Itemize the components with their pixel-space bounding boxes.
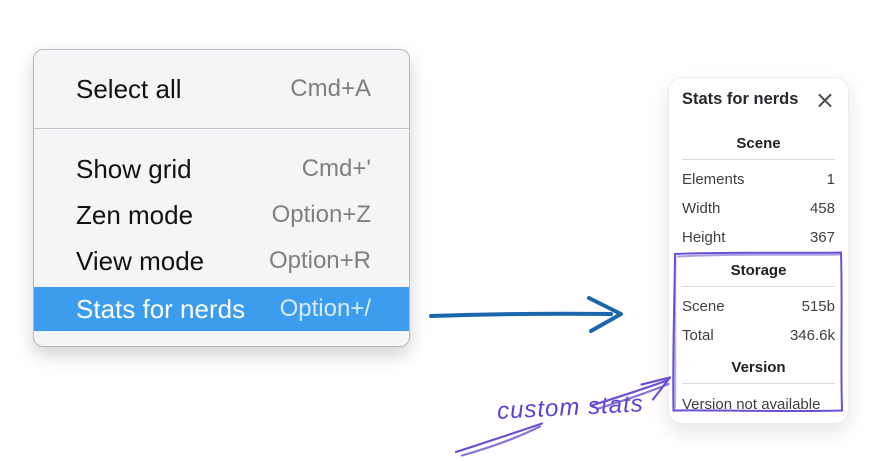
stat-row-scene-storage: Scene 515b [682,292,835,321]
stat-label: Scene [682,298,725,315]
version-note: Version not available [682,396,821,413]
menu-item-shortcut: Cmd+A [290,75,371,102]
close-icon[interactable]: × [814,85,835,114]
menu-group: Show grid Cmd+' Zen mode Option+Z View m… [34,129,409,331]
stat-label: Height [682,229,726,246]
section-heading-scene: Scene [736,135,781,152]
stat-label: Total [682,327,714,344]
stats-panel-title: Stats for nerds [682,90,799,108]
stats-panel: Stats for nerds × Scene Elements 1 Width… [668,77,849,424]
stats-panel-header: Stats for nerds × [682,85,835,114]
stat-label: Width [682,200,721,217]
section-heading-version: Version [731,359,786,376]
menu-item-label: Stats for nerds [76,293,246,324]
annotation-tail-stroke [454,422,544,457]
menu-item-label: Select all [76,73,182,104]
menu-item-shortcut: Option+Z [271,201,371,228]
menu-item-view-mode[interactable]: View mode Option+R [34,238,409,284]
stat-row-height: Height 367 [682,223,835,252]
stat-value: 1 [826,171,835,188]
stat-row-elements: Elements 1 [682,165,835,194]
section-rule [682,159,835,160]
blue-arrow [429,296,623,333]
stat-value: 367 [809,229,835,246]
menu-item-zen-mode[interactable]: Zen mode Option+Z [34,192,409,238]
menu-item-shortcut: Option+R [268,247,371,274]
section-heading-storage: Storage [730,262,787,279]
menu-item-stats-for-nerds[interactable]: Stats for nerds Option+/ [34,287,409,331]
stat-label: Elements [682,171,745,188]
menu-item-label: View mode [76,245,205,276]
stat-value: 515b [801,298,835,315]
menu-item-shortcut: Cmd+' [301,155,371,182]
stat-value: 458 [809,200,835,217]
menu-separator [34,128,409,129]
menu-item-select-all[interactable]: Select all Cmd+A [34,50,409,128]
section-rule [682,383,835,384]
stat-value: 346.6k [789,327,835,344]
menu-item-label: Zen mode [76,199,194,230]
context-menu: Select all Cmd+A Show grid Cmd+' Zen mod… [33,49,410,347]
menu-item-shortcut: Option+/ [279,295,371,322]
stat-row-total-storage: Total 346.6k [682,321,835,350]
stat-row-width: Width 458 [682,194,835,223]
annotation-custom-stats: custom stats [496,390,645,425]
menu-item-show-grid[interactable]: Show grid Cmd+' [34,146,409,192]
section-rule [682,286,835,287]
menu-item-label: Show grid [76,153,192,184]
